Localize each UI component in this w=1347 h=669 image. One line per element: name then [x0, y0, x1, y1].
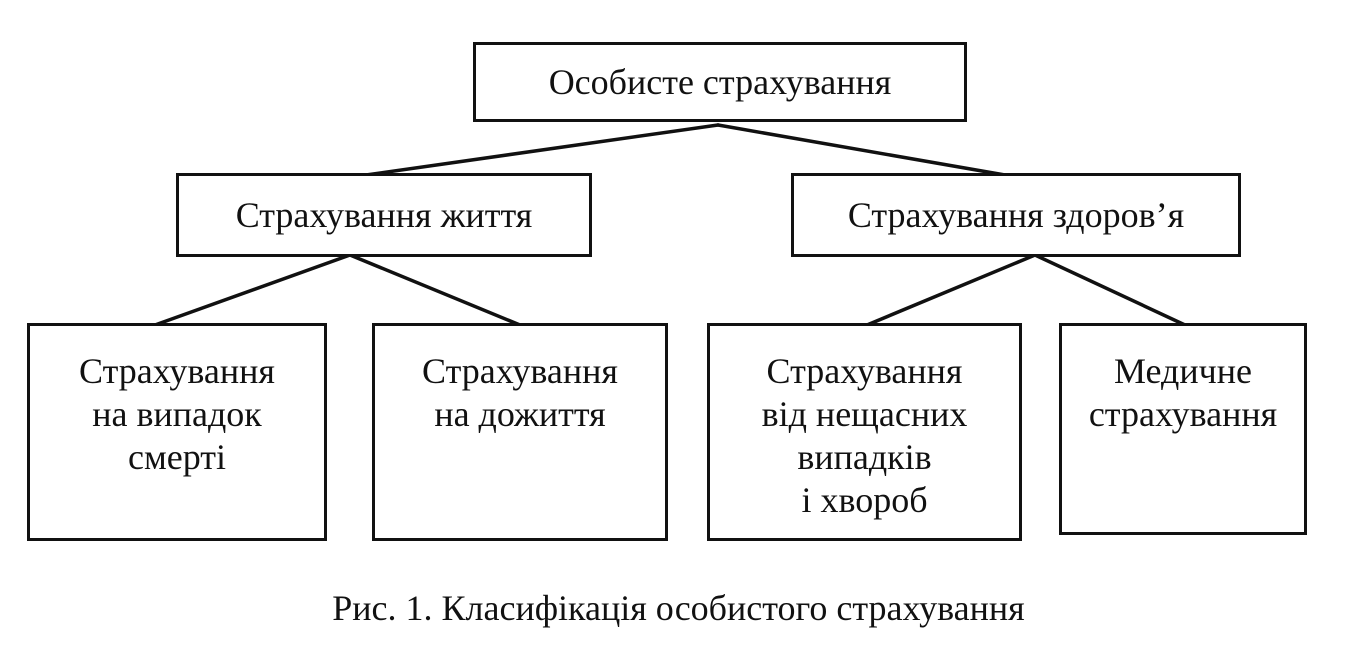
node-label: Страхування життя [235, 194, 533, 235]
connector-health-to-accident [865, 253, 1037, 327]
node-label: Страхування на дожиття [422, 351, 618, 434]
node-label: Медичне страхування [1088, 351, 1278, 434]
connector-root-to-health [716, 123, 1007, 177]
connector-life-to-endowment [348, 253, 522, 327]
node-health-insurance: Страхування здоров’я [791, 173, 1241, 257]
node-label: Особисте страхування [548, 61, 892, 102]
node-accident-illness-insurance: Страхування від нещасних випадків і хвор… [707, 323, 1022, 541]
node-life-insurance: Страхування життя [176, 173, 592, 257]
connector-root-to-life [364, 123, 720, 177]
node-label: Страхування здоров’я [847, 194, 1185, 235]
node-medical-insurance: Медичне страхування [1059, 323, 1307, 535]
connector-health-to-medical [1033, 253, 1187, 327]
node-label: Страхування на випадок смерті [79, 351, 275, 477]
node-endowment-insurance: Страхування на дожиття [372, 323, 668, 541]
node-personal-insurance: Особисте страхування [473, 42, 967, 122]
connector-life-to-death [153, 253, 352, 327]
node-label: Страхування від нещасних випадків і хвор… [761, 351, 968, 520]
caption-text: Рис. 1. Класифікація особистого страхува… [332, 588, 1025, 628]
node-death-insurance: Страхування на випадок смерті [27, 323, 327, 541]
figure-caption: Рис. 1. Класифікація особистого страхува… [0, 586, 1347, 630]
